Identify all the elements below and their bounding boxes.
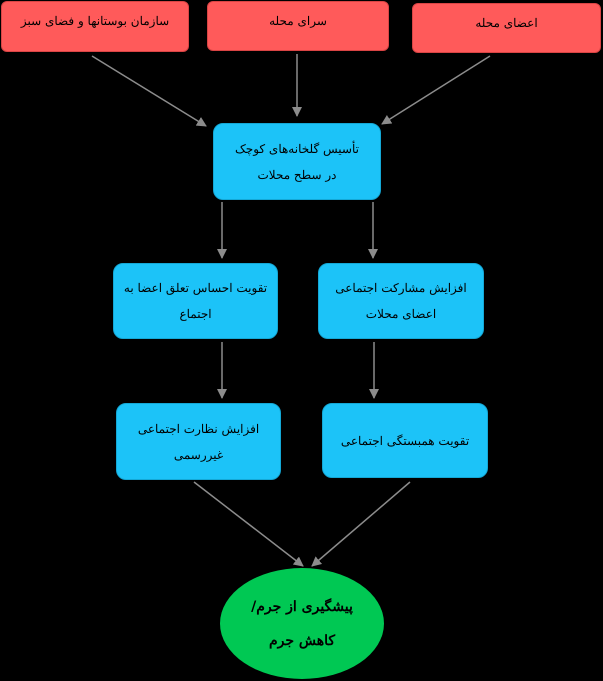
node-sense-of-belonging-line2: اجتماع xyxy=(179,307,212,321)
arrow-control-to-outcome xyxy=(193,481,304,567)
node-crime-prevention: پیشگیری از جرم/ کاهش جرم xyxy=(220,568,384,679)
arrow-cohesion-to-outcome xyxy=(311,481,411,567)
node-crime-prevention-line1: پیشگیری از جرم/ xyxy=(251,598,353,615)
node-neighborhood-council-label: سرای محله xyxy=(269,14,327,28)
node-informal-social-control-line2: غیررسمی xyxy=(173,447,224,462)
node-parks-organization: سازمان بوستانها و فضای سبز xyxy=(1,1,189,52)
node-social-participation-line1: افزایش مشارکت اجتماعی xyxy=(335,281,467,295)
node-small-greenhouses-line1: تأسیس گلخانه‌های کوچک xyxy=(235,141,359,156)
node-neighborhood-members-label: اعضای محله xyxy=(475,16,538,30)
node-informal-social-control-line1: افزایش نظارت اجتماعی xyxy=(137,421,260,436)
node-parks-organization-label: سازمان بوستانها و فضای سبز xyxy=(20,14,170,28)
node-social-participation: افزایش مشارکت اجتماعی اعضای محلات xyxy=(318,263,484,339)
node-small-greenhouses: تأسیس گلخانه‌های کوچک در سطح محلات xyxy=(213,123,381,200)
node-neighborhood-council: سرای محله xyxy=(207,1,389,51)
node-crime-prevention-line2: کاهش جرم xyxy=(268,632,336,649)
node-neighborhood-members: اعضای محله xyxy=(412,3,601,53)
node-social-cohesion-label: تقویت همبستگی اجتماعی xyxy=(340,433,470,448)
node-sense-of-belonging: تقویت احساس تعلق اعضا به اجتماع xyxy=(113,263,278,339)
node-informal-social-control: افزایش نظارت اجتماعی غیررسمی xyxy=(116,403,281,480)
node-social-participation-line2: اعضای محلات xyxy=(365,307,437,321)
node-sense-of-belonging-line1: تقویت احساس تعلق اعضا به xyxy=(123,281,268,295)
arrow-parks-to-gardens xyxy=(91,55,207,127)
node-social-cohesion: تقویت همبستگی اجتماعی xyxy=(322,403,488,478)
node-small-greenhouses-line2: در سطح محلات xyxy=(257,167,337,182)
arrow-members-to-gardens xyxy=(381,55,491,125)
